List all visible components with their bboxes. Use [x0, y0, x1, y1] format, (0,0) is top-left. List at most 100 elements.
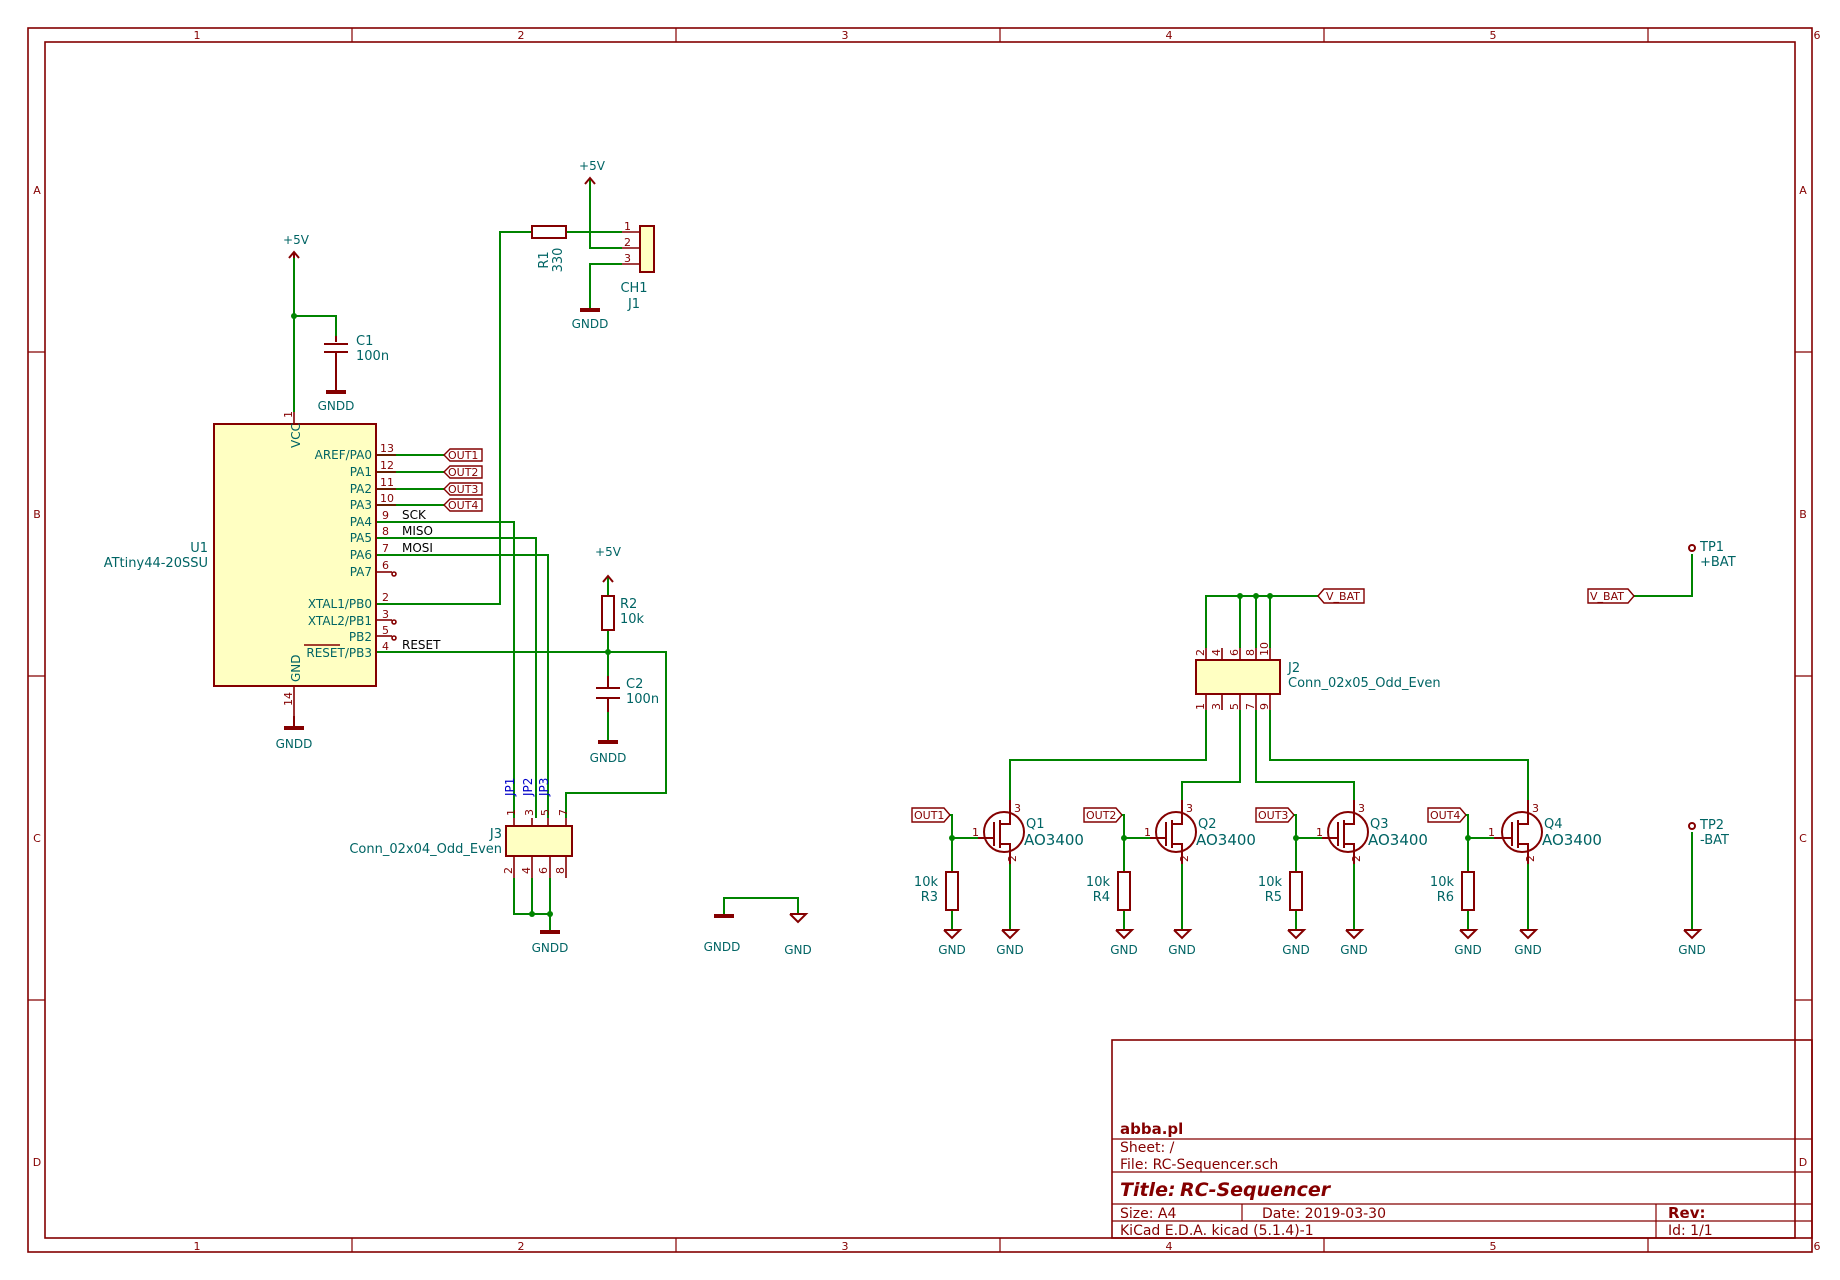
gnd-symbol: GND — [1168, 929, 1196, 957]
mosfet-q4-channel[interactable]: OUT4 10k R6 1 3 2 Q4 AO3400 GND GND — [1427, 800, 1602, 957]
u1-pin-num: 5 — [382, 624, 389, 637]
gndd-symbol-tie[interactable]: GNDD — [704, 914, 741, 954]
revision-label: Rev: — [1668, 1204, 1706, 1222]
j2-pin-num: 10 — [1258, 642, 1271, 656]
gndd-symbol-u1[interactable]: GNDD — [276, 716, 313, 751]
q-pin-s: 2 — [1524, 855, 1537, 862]
tp1-ref: TP1 — [1699, 540, 1724, 555]
file-name: File: RC-Sequencer.sch — [1120, 1157, 1278, 1173]
connector-j1[interactable]: 1 2 3 CH1 J1 — [620, 220, 655, 312]
net-sck-label: SCK — [402, 508, 427, 522]
global-label-vbat-tp1[interactable]: V_BAT — [1587, 588, 1635, 604]
power-label: GND — [1340, 943, 1368, 957]
global-label-text: OUT3 — [448, 483, 478, 496]
global-label-text: V_BAT — [1326, 590, 1360, 603]
q-pin-d: 3 — [1014, 802, 1021, 815]
j2-pin-num: 4 — [1210, 649, 1223, 656]
connector-j3[interactable]: 1 3 5 7 2 4 6 8 JP1 JP2 JP3 J3 Conn_02x0… — [349, 778, 573, 878]
capacitor-c2[interactable]: C2 100n — [596, 676, 659, 712]
gnd-symbol: GND — [1678, 929, 1706, 957]
q-pin-s: 2 — [1006, 855, 1019, 862]
global-label-vbat-j2[interactable]: V_BAT — [1317, 588, 1365, 604]
global-label-text: OUT1 — [914, 809, 944, 822]
gndd-symbol-j1[interactable]: GNDD — [572, 308, 609, 331]
u1-pin-num: 11 — [380, 476, 394, 489]
sheet-id: Id: 1/1 — [1668, 1223, 1713, 1239]
j3-pin-num: 3 — [523, 809, 536, 816]
gnd-symbol-tie[interactable]: GND — [784, 913, 812, 957]
zone-col-2-top: 2 — [518, 29, 525, 42]
resistor-r1[interactable]: R1 330 — [531, 225, 567, 273]
u1-ref: U1 — [190, 541, 208, 556]
r1-value: 330 — [551, 248, 566, 273]
zone-col-2-bottom: 2 — [518, 1240, 525, 1253]
gndd-symbol-c1[interactable]: GNDD — [318, 376, 355, 413]
zone-col-3-top: 3 — [842, 29, 849, 42]
c1-value: 100n — [356, 349, 389, 364]
jumper-label: JP3 — [537, 778, 551, 797]
mosfet-value: AO3400 — [1542, 831, 1602, 849]
test-point-tp1[interactable]: TP1 +BAT — [1688, 540, 1736, 570]
u1-value: ATtiny44-20SSU — [104, 556, 208, 571]
zone-row-a-right: A — [1799, 184, 1807, 197]
sheet-path: Sheet: / — [1120, 1140, 1175, 1156]
power-label: GNDD — [532, 941, 569, 955]
net-reset-label: RESET — [402, 638, 441, 652]
mosfet-value: AO3400 — [1024, 831, 1084, 849]
mosfet-q2-channel[interactable]: OUT2 10k R4 1 3 2 Q2 AO3400 GND GND — [1083, 800, 1256, 957]
mosfet-ref: Q3 — [1370, 817, 1389, 832]
gndd-symbol-j3[interactable]: GNDD — [532, 930, 569, 955]
j3-ref: J3 — [489, 827, 502, 842]
title-label: Title: — [1120, 1179, 1176, 1201]
power-label: +5V — [595, 545, 622, 559]
mosfet-q1-channel[interactable]: OUT1 10k R3 1 3 2 Q1 AO3400 GND GND — [911, 800, 1084, 957]
power-label: GND — [938, 943, 966, 957]
c2-value: 100n — [626, 692, 659, 707]
global-label-text: OUT3 — [1258, 809, 1288, 822]
power-5v-j1[interactable]: +5V — [579, 159, 606, 185]
capacitor-c1[interactable]: C1 100n — [324, 334, 389, 376]
power-5v-r2[interactable]: +5V — [595, 545, 622, 583]
j3-pin-num: 7 — [557, 809, 570, 816]
j2-pin-num: 9 — [1258, 703, 1271, 710]
u1-pin-row: PA1 12 — [350, 459, 396, 479]
jumper-label: JP2 — [521, 778, 535, 797]
power-5v-u1[interactable]: +5V — [283, 233, 310, 259]
zone-row-a-left: A — [33, 184, 41, 197]
u1-pin-num: 7 — [382, 542, 389, 555]
j2-pin-num: 7 — [1244, 703, 1257, 710]
u1-microcontroller[interactable]: U1 ATtiny44-20SSU VCC 1 GND 14 AREF/PA0 … — [104, 411, 397, 716]
global-label-out1[interactable]: OUT1 — [443, 448, 483, 462]
res-ref: R6 — [1437, 890, 1454, 905]
test-point-tp2[interactable]: TP2 -BAT GND — [1678, 818, 1729, 957]
c1-ref: C1 — [356, 334, 373, 349]
gnd-symbol: GND — [1454, 929, 1482, 957]
res-ref: R3 — [921, 890, 938, 905]
u1-pin-row: XTAL2/PB1 3 — [308, 608, 397, 628]
global-label-text: OUT2 — [1086, 809, 1116, 822]
sheet-size: Size: A4 — [1120, 1206, 1176, 1222]
u1-pin-row: PB2 5 — [349, 624, 397, 644]
connector-j2[interactable]: 2 4 6 8 10 1 3 5 7 9 J2 Conn_02x05_Odd_E… — [1194, 642, 1441, 710]
global-label-out4[interactable]: OUT4 — [443, 498, 483, 512]
q-pin-d: 3 — [1532, 802, 1539, 815]
u1-pin-num: 8 — [382, 525, 389, 538]
power-label: GNDD — [276, 737, 313, 751]
u1-pin-name: PA5 — [350, 531, 372, 545]
res-ref: R4 — [1093, 890, 1110, 905]
zone-col-5-bottom: 5 — [1490, 1240, 1497, 1253]
resistor-r2[interactable]: R2 10k — [601, 595, 645, 631]
global-label-out3[interactable]: OUT3 — [443, 482, 483, 496]
j1-pin-num: 2 — [624, 236, 631, 249]
tool-version: KiCad E.D.A. kicad (5.1.4)-1 — [1120, 1223, 1314, 1239]
j3-pin-num: 5 — [539, 809, 552, 816]
mosfet-q3-channel[interactable]: OUT3 10k R5 1 3 2 Q3 AO3400 GND GND — [1255, 800, 1428, 957]
zone-row-d-left: D — [33, 1156, 41, 1169]
u1-pin-row: PA7 6 — [350, 559, 397, 579]
gndd-symbol-c2[interactable]: GNDD — [590, 740, 627, 765]
j1-value: J1 — [627, 297, 640, 312]
u1-pin-name: PA6 — [350, 548, 372, 562]
global-label-out2[interactable]: OUT2 — [443, 465, 483, 479]
j2-pin-num: 2 — [1194, 649, 1207, 656]
zone-col-4-top: 4 — [1166, 29, 1173, 42]
